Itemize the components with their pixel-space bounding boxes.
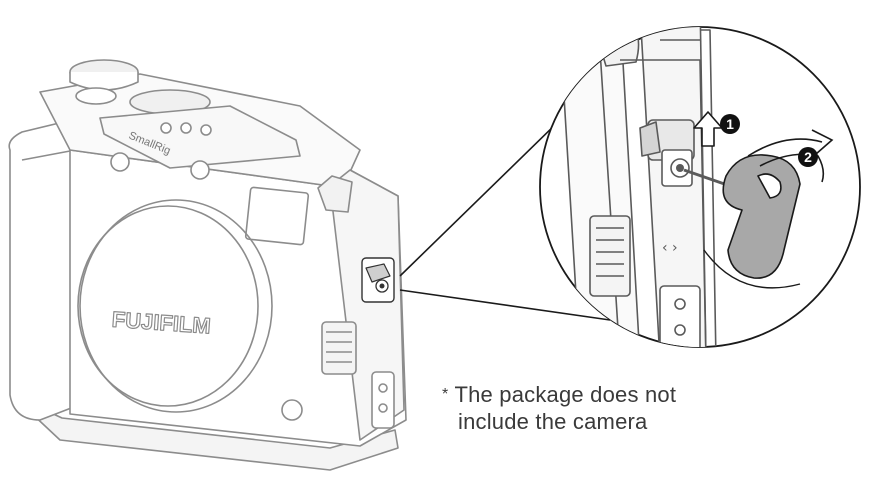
svg-text:‹ ›: ‹ › [662, 240, 678, 256]
step-marker-2: 2 [798, 147, 818, 167]
viewfinder-window [244, 186, 310, 246]
step-marker-1: 1 [720, 114, 740, 134]
package-note: * The package does not include the camera [442, 381, 676, 435]
cage-base-plate [11, 394, 399, 471]
note-line-2: include the camera [458, 409, 648, 434]
hex-key [722, 154, 801, 279]
rotate-arrow [747, 129, 834, 183]
camera-with-cage: SmallRig FUJIFILM [8, 59, 407, 471]
note-line-1: The package does not [454, 382, 677, 407]
cage-top-rail [99, 105, 301, 169]
pull-up-arrow [693, 111, 723, 147]
step-number-1: 1 [726, 116, 734, 132]
front-knob [281, 399, 303, 421]
callout-lines [399, 119, 611, 321]
note-asterisk: * [442, 386, 449, 403]
step-number-2: 2 [804, 149, 812, 165]
lens-cap [77, 205, 259, 407]
zoom-detail: ‹ › 1 [539, 26, 861, 348]
